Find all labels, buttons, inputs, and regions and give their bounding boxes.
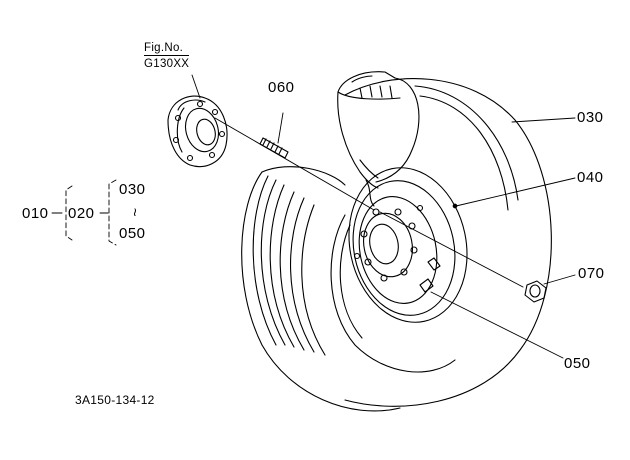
assembly-tree (51, 179, 117, 246)
tree-020: 020 (68, 205, 95, 222)
lug-nut (524, 280, 547, 303)
figure-ref-id: G130XX (144, 55, 190, 71)
callout-030: 030 (577, 109, 604, 126)
tree-010: 010 (22, 205, 49, 222)
callout-070: 070 (578, 265, 605, 282)
tire (241, 71, 552, 412)
callout-060: 060 (268, 79, 295, 96)
figure-ref-label: Fig.No. (144, 42, 184, 54)
rim (348, 167, 468, 323)
tree-030: 030 (119, 181, 146, 198)
callout-050: 050 (564, 355, 591, 372)
callout-040: 040 (577, 169, 604, 186)
tree-050: 050 (119, 225, 146, 242)
hub (167, 95, 228, 168)
stud-bolt (259, 137, 289, 159)
drawing-number: 3A150-134-12 (75, 393, 155, 407)
figure-reference: Fig.No. G130XX (144, 41, 204, 72)
tree-range-mark: ~ (126, 207, 144, 218)
leader-lines (191, 74, 576, 359)
